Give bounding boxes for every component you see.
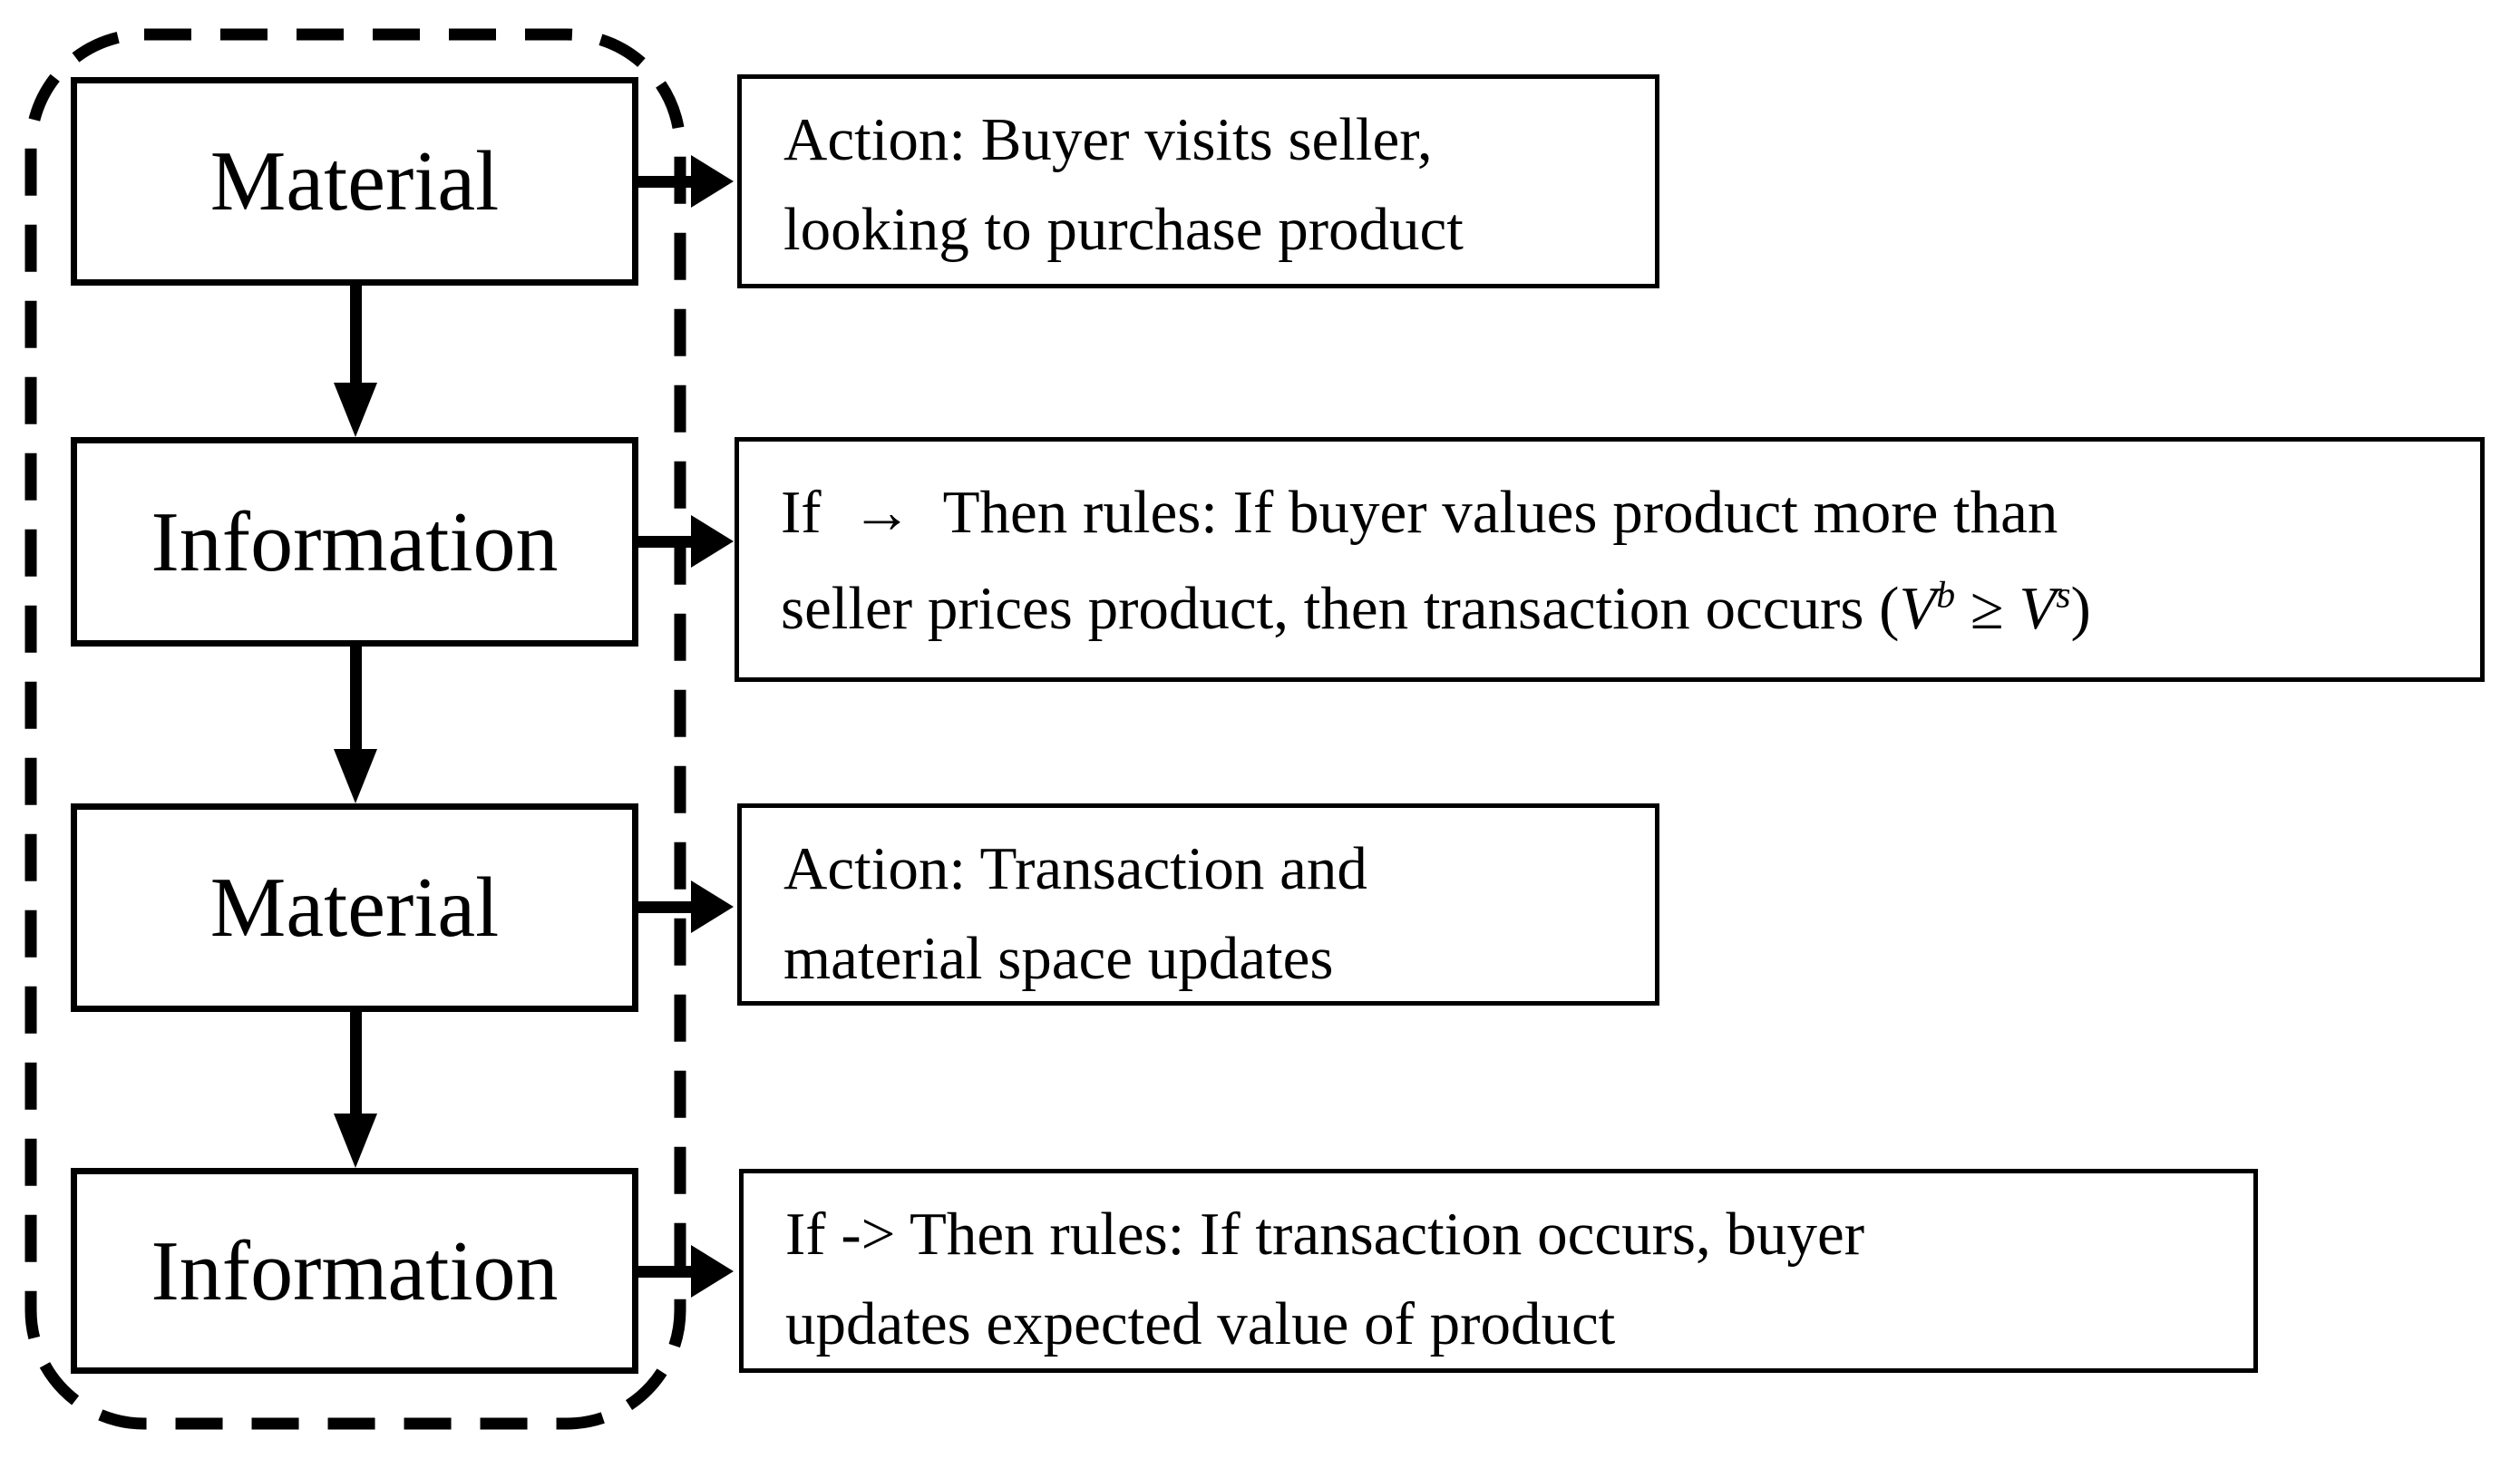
rule-text-suffix: ) — [2070, 574, 2091, 642]
math-var-v-seller: V — [2019, 574, 2057, 642]
node-label: Information — [151, 494, 559, 589]
node-information-upper: Information — [71, 437, 638, 647]
annotation-line: seller prices product, then transaction … — [781, 561, 2480, 657]
right-arrow-1 — [637, 155, 734, 208]
annotation-line: looking to purchase product — [783, 196, 1464, 264]
down-arrow-1 — [334, 286, 377, 437]
arrow-head-right-icon — [691, 1245, 734, 1298]
annotation-line: updates expected value of product — [785, 1290, 1616, 1358]
annotation-rule-transaction: If → Then rules: If buyer values product… — [735, 437, 2485, 682]
node-label: Material — [209, 861, 500, 955]
geq-operator: ≥ — [1955, 574, 2019, 642]
node-label: Material — [209, 134, 500, 229]
arrow-shaft — [637, 176, 693, 188]
math-superscript-s: s — [2056, 573, 2071, 616]
arrow-head-down-icon — [334, 1114, 377, 1168]
annotation-action-update: Action: Transaction and material space u… — [737, 803, 1659, 1006]
arrow-head-right-icon — [691, 880, 734, 933]
right-arrow-2 — [637, 515, 734, 568]
arrow-shaft — [350, 1012, 362, 1115]
rule-text-prefix: seller prices product, then transaction … — [781, 574, 1900, 642]
node-material-top: Material — [71, 77, 638, 286]
math-superscript-b: b — [1936, 573, 1956, 616]
arrow-shaft — [637, 536, 693, 548]
down-arrow-2 — [334, 647, 377, 803]
annotation-rule-value: If -> Then rules: If transaction occurs,… — [739, 1169, 2258, 1373]
annotation-line: material space updates — [783, 925, 1334, 993]
arrow-head-down-icon — [334, 749, 377, 803]
arrow-shaft — [350, 286, 362, 384]
arrow-head-right-icon — [691, 155, 734, 208]
arrow-shaft — [637, 901, 693, 913]
arrow-shaft — [350, 647, 362, 751]
node-information-bottom: Information — [71, 1168, 638, 1374]
annotation-line: Action: Buyer visits seller, — [783, 106, 1433, 173]
right-arrow-3 — [637, 880, 734, 933]
annotation-line: Action: Transaction and — [783, 835, 1367, 902]
arrow-shaft — [637, 1266, 693, 1278]
right-arrow-4 — [637, 1245, 734, 1298]
math-var-v-buyer: V — [1899, 574, 1937, 642]
arrow-head-right-icon — [691, 515, 734, 568]
annotation-line: If -> Then rules: If transaction occurs,… — [785, 1201, 1865, 1268]
arrow-head-down-icon — [334, 383, 377, 437]
annotation-action-visit: Action: Buyer visits seller, looking to … — [737, 74, 1659, 288]
node-label: Information — [151, 1223, 559, 1318]
annotation-line: If → Then rules: If buyer values product… — [781, 479, 2058, 546]
node-material-lower: Material — [71, 803, 638, 1012]
down-arrow-3 — [334, 1012, 377, 1168]
